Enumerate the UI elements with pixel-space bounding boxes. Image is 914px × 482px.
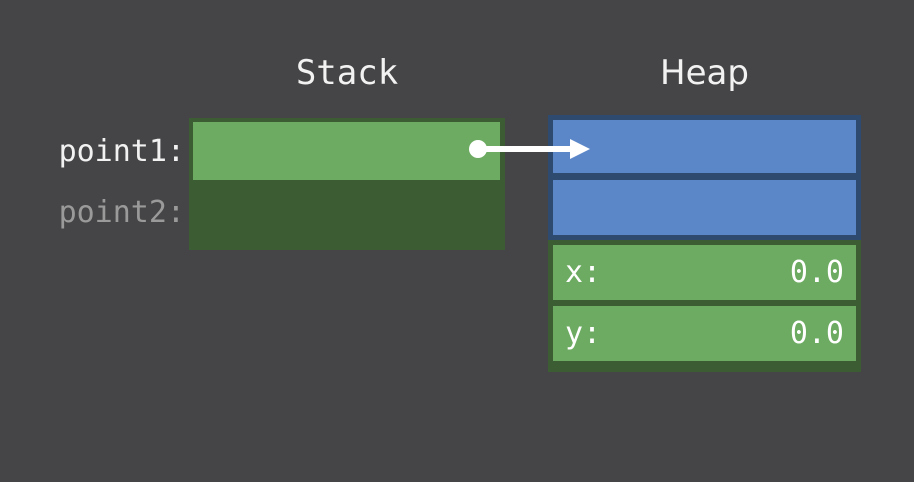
heap-pointer-object	[548, 115, 861, 240]
stack-frame	[189, 118, 505, 250]
heap-field-y-value: 0.0	[789, 315, 844, 351]
heap-field-x: x: 0.0	[553, 245, 856, 300]
stack-variable-label-point2: point2:	[58, 195, 185, 230]
heap-field-y-key: y:	[565, 315, 602, 351]
heap-field-x-key: x:	[565, 254, 602, 290]
stack-variable-label-point1: point1:	[58, 134, 185, 169]
heap-pointer-object-cell-1	[553, 120, 856, 173]
heap-point-struct: x: 0.0 y: 0.0	[548, 240, 861, 372]
heap-field-y: y: 0.0	[553, 306, 856, 361]
stack-slot-point2	[193, 184, 500, 246]
heap-column-title: Heap	[660, 53, 749, 93]
stack-column-title: Stack	[295, 53, 399, 93]
stack-slot-point1	[193, 122, 500, 180]
heap-field-x-value: 0.0	[789, 254, 844, 290]
heap-pointer-object-cell-2	[553, 180, 856, 235]
